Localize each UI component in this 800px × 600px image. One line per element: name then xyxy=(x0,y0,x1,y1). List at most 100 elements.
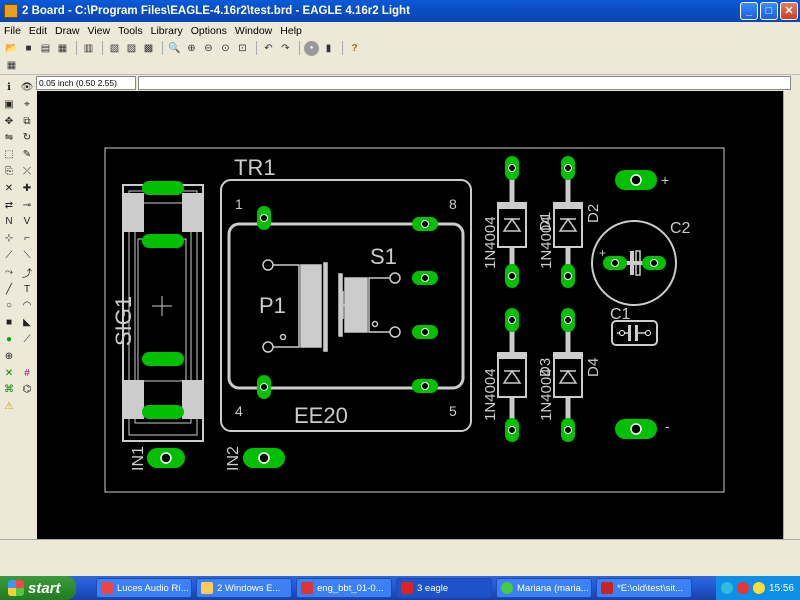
layer-icon[interactable]: ▩ xyxy=(143,42,154,54)
redo-icon[interactable]: ↷ xyxy=(281,42,290,54)
command-line-input[interactable] xyxy=(138,76,791,90)
tr1-transformer[interactable] xyxy=(220,179,472,432)
zoom-select-icon[interactable]: ⊡ xyxy=(238,42,247,54)
via-icon[interactable]: ● xyxy=(5,333,13,345)
diode-d4[interactable] xyxy=(553,307,583,443)
show-icon[interactable]: 👁 xyxy=(20,82,34,93)
diode-d3[interactable] xyxy=(497,307,527,443)
plus-power-pad[interactable] xyxy=(615,170,657,190)
undo-icon[interactable]: ↶ xyxy=(264,42,273,54)
capacitor-c2[interactable] xyxy=(591,220,677,306)
security-icon[interactable] xyxy=(736,582,749,594)
menu-window[interactable]: Window xyxy=(234,24,273,37)
sig1-fuse-holder[interactable] xyxy=(122,181,204,442)
maximize-button[interactable]: □ xyxy=(760,2,778,20)
zoom-in-icon[interactable]: ⊕ xyxy=(187,42,196,54)
board-canvas[interactable]: SIG1 IN1 IN2 TR1 EE20 1 4 8 5 xyxy=(37,91,783,539)
wire-icon[interactable]: ╱ xyxy=(5,283,13,295)
menu-options[interactable]: Options xyxy=(190,24,227,37)
smash-icon[interactable]: ⊹ xyxy=(4,233,14,245)
value-icon[interactable]: V xyxy=(23,216,31,228)
move-icon[interactable]: ✥ xyxy=(4,115,14,127)
tr1-pin8-pad[interactable] xyxy=(411,216,439,232)
task-messenger[interactable]: Mariana (maria... xyxy=(496,578,592,598)
messenger-tray-icon[interactable] xyxy=(752,582,765,594)
ulp-icon[interactable]: ▨ xyxy=(126,42,137,54)
rect-icon[interactable]: ■ xyxy=(5,317,13,329)
network-icon[interactable] xyxy=(720,582,733,594)
miter-icon[interactable]: ⌐ xyxy=(24,233,30,245)
menu-edit[interactable]: Edit xyxy=(28,24,48,37)
mark-icon[interactable]: ⌖ xyxy=(24,98,30,110)
ripup-icon[interactable]: ⤴ xyxy=(22,268,32,280)
delete-icon[interactable]: ⤫ xyxy=(23,165,31,177)
paste-icon[interactable]: ⎘ xyxy=(5,165,13,177)
ratsnest-icon[interactable]: ✕ xyxy=(4,367,14,379)
info-icon[interactable]: ℹ xyxy=(7,82,11,93)
go-icon[interactable]: ▮ xyxy=(325,42,332,54)
open-folder-icon[interactable]: 📂 xyxy=(5,42,18,54)
auto-icon[interactable]: # xyxy=(24,367,30,379)
menu-draw[interactable]: Draw xyxy=(55,24,80,37)
erc-icon[interactable]: ⌘ xyxy=(4,384,14,396)
in2-pad[interactable] xyxy=(243,448,285,468)
redraw-icon[interactable]: ⊙ xyxy=(221,42,230,54)
menu-view[interactable]: View xyxy=(87,24,111,37)
split-icon[interactable]: ⟋ xyxy=(5,249,13,261)
mirror-icon[interactable]: ⇋ xyxy=(4,132,14,144)
tr1-pin4-pad[interactable] xyxy=(256,374,272,400)
add-icon[interactable]: ✚ xyxy=(22,182,32,194)
capacitor-c1[interactable] xyxy=(611,320,658,346)
cam-icon[interactable]: ▦ xyxy=(57,42,68,54)
save-icon[interactable]: ■ xyxy=(25,42,32,54)
rotate-icon[interactable]: ↻ xyxy=(22,132,32,144)
start-button[interactable]: start xyxy=(0,576,76,600)
minimize-button[interactable]: _ xyxy=(740,2,758,20)
script-icon[interactable]: ▧ xyxy=(109,42,120,54)
change-icon[interactable]: ✎ xyxy=(22,149,32,161)
drc-icon[interactable]: ⌬ xyxy=(22,384,32,396)
hole-icon[interactable]: ⊕ xyxy=(4,350,14,362)
menu-library[interactable]: Library xyxy=(150,24,183,37)
copy-icon[interactable]: ⧉ xyxy=(23,115,31,127)
task-luces-audio[interactable]: Luces Audio Rí... xyxy=(96,578,192,598)
vertical-scrollbar[interactable] xyxy=(783,91,798,539)
errors-icon[interactable]: ⚠ xyxy=(4,401,14,413)
task-eng-pdf[interactable]: eng_bbt_01-0... xyxy=(296,578,392,598)
polygon-icon[interactable]: ◣ xyxy=(23,317,31,329)
menu-tools[interactable]: Tools xyxy=(118,24,143,37)
menu-file[interactable]: File xyxy=(4,24,21,37)
help-icon[interactable]: ? xyxy=(351,42,358,54)
board-switch-icon[interactable]: ▥ xyxy=(83,42,94,54)
circle-icon[interactable]: ○ xyxy=(5,300,13,312)
tr1-pad-c[interactable] xyxy=(411,324,439,340)
name-icon[interactable]: N xyxy=(5,216,13,228)
print-icon[interactable]: ▤ xyxy=(40,42,51,54)
diode-d1[interactable] xyxy=(497,155,527,289)
group-icon[interactable]: ⬚ xyxy=(4,149,14,161)
task-windows-explorer[interactable]: 2 Windows E... xyxy=(196,578,292,598)
text-icon[interactable]: T xyxy=(23,283,31,295)
task-editor[interactable]: *E:\old\test\sit... xyxy=(596,578,692,598)
close-button[interactable]: ✕ xyxy=(780,2,798,20)
tr1-pad-b[interactable] xyxy=(411,270,439,286)
zoom-fit-icon[interactable]: 🔍 xyxy=(168,42,181,54)
lock-icon[interactable]: ⊸ xyxy=(22,199,32,211)
display-icon[interactable]: ▣ xyxy=(4,98,14,110)
replace-icon[interactable]: ⇄ xyxy=(4,199,14,211)
signal-icon[interactable]: ⟋ xyxy=(23,333,31,345)
cut-icon[interactable]: ✕ xyxy=(4,182,14,194)
optimize-icon[interactable]: ⟍ xyxy=(23,249,31,261)
menu-help[interactable]: Help xyxy=(280,24,302,37)
in1-pad[interactable] xyxy=(147,448,185,468)
task-eagle[interactable]: 3 eagle xyxy=(396,578,492,598)
zoom-out-icon[interactable]: ⊖ xyxy=(204,42,213,54)
tr1-pin1-pad[interactable] xyxy=(256,205,272,231)
clock[interactable]: 15:56 xyxy=(768,582,794,594)
route-icon[interactable]: ⤳ xyxy=(5,266,13,278)
tr1-pin5-pad[interactable] xyxy=(411,378,439,394)
minus-power-pad[interactable] xyxy=(615,419,657,439)
grid-icon[interactable]: ▦ xyxy=(6,60,17,71)
stop-icon[interactable]: ● xyxy=(304,40,319,56)
arc-icon[interactable]: ◠ xyxy=(22,300,32,312)
